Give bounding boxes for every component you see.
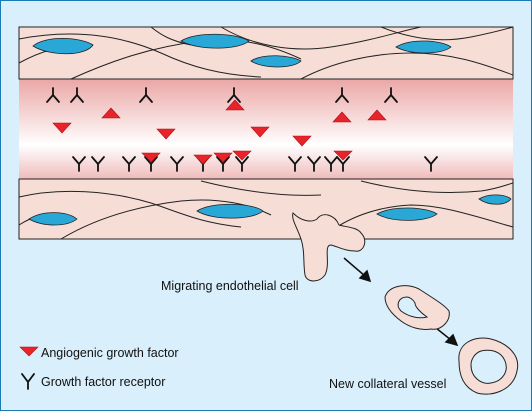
upper-vessel-wall — [19, 27, 513, 79]
legend-growth-factor-icon — [20, 347, 38, 356]
curving-endothelial-cell — [385, 286, 449, 330]
new-collateral-vessel — [459, 338, 518, 394]
migration-arrows — [344, 258, 457, 345]
legend-receptor-icon — [22, 374, 34, 389]
legend-label-growth-factor: Angiogenic growth factor — [41, 346, 179, 360]
lower-vessel-wall — [19, 179, 513, 239]
label-new-collateral-vessel: New collateral vessel — [329, 377, 446, 391]
legend-label-receptor: Growth factor receptor — [41, 375, 165, 389]
label-migrating-endothelial-cell: Migrating endothelial cell — [161, 279, 299, 293]
vessel-lumen — [19, 76, 513, 191]
